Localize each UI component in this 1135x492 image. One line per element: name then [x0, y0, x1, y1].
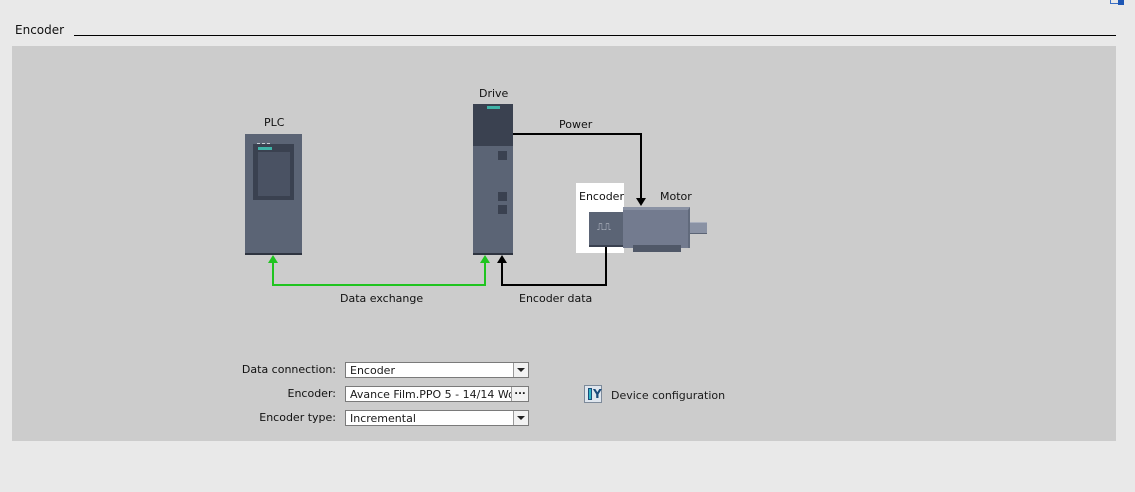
device-configuration-label[interactable]: Device configuration	[611, 389, 726, 402]
section-title: Encoder	[15, 23, 65, 37]
device-config-icon[interactable]: Y	[584, 385, 602, 403]
encoder-type-label: Encoder type:	[259, 411, 336, 424]
motor-label: Motor	[660, 190, 692, 203]
drive-device	[473, 104, 513, 255]
drive-port	[498, 205, 507, 214]
motor-base	[633, 245, 681, 252]
motor-shaft	[690, 222, 707, 234]
plc-device	[245, 134, 302, 255]
encoder-data-label: Encoder data	[519, 292, 593, 305]
chevron-down-icon[interactable]	[513, 411, 528, 425]
encoder-panel	[12, 46, 1116, 441]
encoder-type-value: Incremental	[350, 412, 416, 425]
power-label: Power	[559, 118, 593, 131]
plc-brand-badge	[258, 147, 272, 150]
motor-device	[623, 207, 690, 248]
power-arrow	[636, 198, 646, 206]
encoder-device: ⎍⎍	[589, 212, 623, 247]
drive-port	[498, 192, 507, 201]
drive-label: Drive	[479, 87, 509, 100]
plc-display	[253, 144, 294, 200]
pulse-icon: ⎍⎍	[597, 222, 611, 233]
drive-port	[498, 151, 507, 160]
section-divider	[74, 35, 1116, 36]
data-connection-label: Data connection:	[241, 363, 336, 376]
data-connection-select[interactable]: Encoder	[345, 362, 529, 378]
power-wire	[513, 133, 642, 199]
browse-button[interactable]: ...	[511, 387, 528, 401]
drive-brand-badge	[487, 106, 500, 109]
window-restore-icon[interactable]	[1110, 0, 1124, 5]
chevron-down-icon[interactable]	[513, 363, 528, 377]
encoder-data-arrow	[497, 255, 507, 263]
encoder-field[interactable]: Avance Film.PPO 5 - 14/14 Wor ...	[345, 386, 529, 402]
encoder-diagram-label: Encoder	[579, 190, 624, 203]
data-exchange-wire	[272, 262, 486, 286]
data-exchange-arrow-drive	[480, 255, 490, 263]
data-connection-value: Encoder	[350, 364, 395, 377]
encoder-field-label: Encoder:	[287, 387, 337, 400]
data-exchange-label: Data exchange	[340, 292, 424, 305]
plc-label: PLC	[264, 116, 285, 129]
encoder-data-wire	[501, 247, 607, 286]
encoder-type-select[interactable]: Incremental	[345, 410, 529, 426]
data-exchange-arrow-plc	[268, 255, 278, 263]
encoder-value: Avance Film.PPO 5 - 14/14 Wor	[350, 388, 512, 401]
